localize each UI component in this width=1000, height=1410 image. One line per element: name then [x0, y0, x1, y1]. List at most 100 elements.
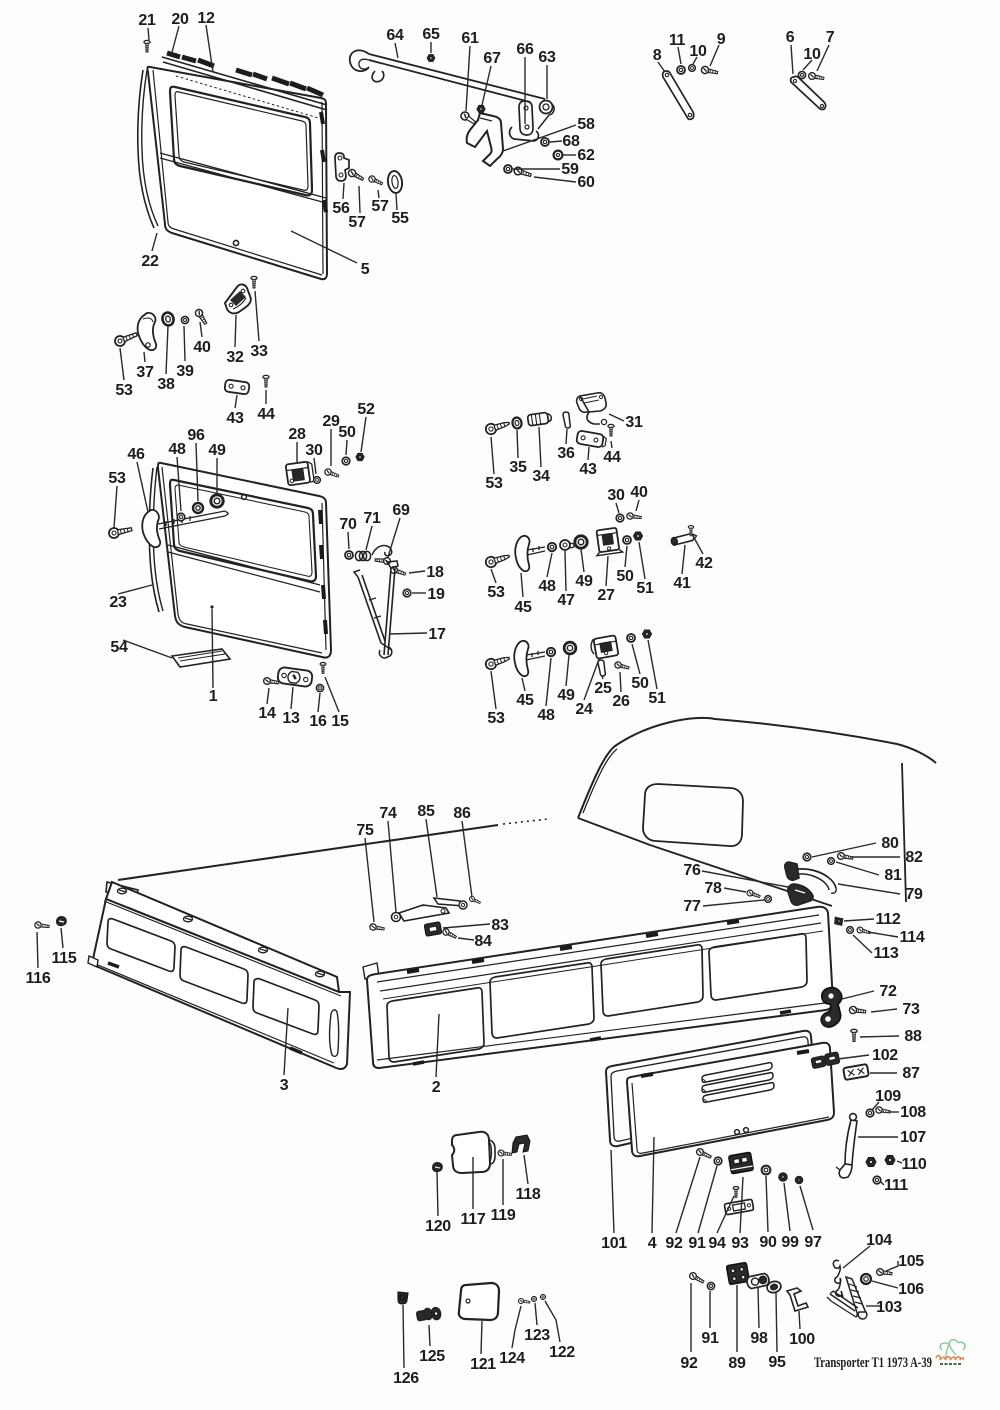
svg-text:41: 41 [673, 575, 691, 592]
svg-text:73: 73 [902, 1001, 920, 1018]
svg-text:95: 95 [768, 1354, 786, 1371]
svg-text:120: 120 [425, 1218, 451, 1235]
svg-text:60: 60 [577, 174, 595, 191]
svg-text:48: 48 [538, 578, 556, 595]
svg-text:40: 40 [193, 339, 211, 356]
svg-text:51: 51 [648, 690, 666, 707]
svg-text:23: 23 [109, 594, 127, 611]
svg-text:16: 16 [309, 713, 327, 730]
svg-text:17: 17 [428, 626, 446, 643]
svg-text:27: 27 [597, 587, 615, 604]
svg-text:87: 87 [902, 1065, 920, 1082]
svg-text:53: 53 [487, 584, 505, 601]
svg-text:107: 107 [900, 1129, 926, 1146]
svg-text:14: 14 [258, 705, 276, 722]
svg-text:20: 20 [171, 11, 189, 28]
svg-text:48: 48 [537, 707, 555, 724]
svg-text:39: 39 [176, 363, 194, 380]
svg-text:44: 44 [257, 406, 275, 423]
svg-text:110: 110 [902, 1156, 927, 1173]
svg-text:46: 46 [127, 446, 145, 463]
svg-text:3: 3 [280, 1077, 289, 1094]
svg-text:54: 54 [110, 639, 128, 656]
svg-text:99: 99 [781, 1234, 799, 1251]
svg-text:90: 90 [759, 1234, 777, 1251]
svg-text:34: 34 [532, 468, 550, 485]
svg-text:70: 70 [339, 516, 357, 533]
svg-text:85: 85 [417, 803, 435, 820]
svg-text:123: 123 [524, 1327, 550, 1344]
svg-text:5: 5 [361, 261, 370, 278]
svg-text:48: 48 [168, 441, 186, 458]
svg-text:84: 84 [474, 933, 492, 950]
svg-text:65: 65 [422, 26, 440, 43]
svg-text:9: 9 [717, 31, 726, 48]
svg-text:49: 49 [208, 442, 226, 459]
svg-text:76: 76 [683, 862, 701, 879]
svg-text:50: 50 [631, 675, 649, 692]
svg-text:8: 8 [653, 47, 662, 64]
svg-text:35: 35 [509, 459, 527, 476]
svg-text:49: 49 [557, 687, 575, 704]
svg-text:74: 74 [379, 805, 397, 822]
svg-text:117: 117 [461, 1211, 486, 1228]
svg-text:11: 11 [669, 32, 686, 49]
svg-text:18: 18 [426, 564, 444, 581]
svg-text:10: 10 [689, 43, 707, 60]
svg-text:45: 45 [514, 599, 532, 616]
svg-text:67: 67 [483, 50, 501, 67]
svg-text:104: 104 [866, 1232, 892, 1249]
svg-text:38: 38 [157, 376, 175, 393]
svg-text:124: 124 [499, 1350, 525, 1367]
svg-text:63: 63 [538, 49, 556, 66]
svg-text:77: 77 [683, 898, 701, 915]
svg-text:92: 92 [680, 1355, 698, 1372]
svg-text:4: 4 [648, 1235, 657, 1252]
svg-text:97: 97 [804, 1234, 822, 1251]
svg-text:112: 112 [876, 911, 901, 928]
svg-text:93: 93 [731, 1235, 749, 1252]
svg-text:29: 29 [322, 413, 340, 430]
svg-text:44: 44 [603, 449, 621, 466]
svg-text:71: 71 [363, 510, 381, 527]
svg-text:13: 13 [282, 710, 300, 727]
svg-text:92: 92 [665, 1235, 683, 1252]
svg-text:30: 30 [607, 487, 625, 504]
svg-text:103: 103 [876, 1299, 902, 1316]
svg-text:57: 57 [371, 198, 389, 215]
svg-text:109: 109 [875, 1088, 901, 1105]
svg-text:66: 66 [516, 41, 534, 58]
svg-text:101: 101 [601, 1235, 627, 1252]
svg-text:83: 83 [491, 917, 509, 934]
svg-text:82: 82 [905, 849, 923, 866]
svg-text:80: 80 [881, 835, 899, 852]
svg-text:40: 40 [630, 484, 648, 501]
svg-text:Transporter T1 1973 A-39: Transporter T1 1973 A-39 [814, 1355, 932, 1371]
svg-text:22: 22 [141, 253, 159, 270]
svg-text:102: 102 [872, 1047, 898, 1064]
svg-text:30: 30 [305, 442, 323, 459]
svg-text:45: 45 [516, 692, 534, 709]
svg-text:19: 19 [427, 586, 445, 603]
svg-text:69: 69 [392, 502, 410, 519]
svg-text:91: 91 [688, 1235, 706, 1252]
svg-text:116: 116 [26, 970, 51, 987]
svg-text:62: 62 [577, 147, 595, 164]
svg-text:91: 91 [701, 1330, 719, 1347]
svg-text:37: 37 [136, 364, 154, 381]
svg-text:2: 2 [432, 1079, 441, 1096]
svg-text:50: 50 [616, 568, 634, 585]
svg-text:33: 33 [250, 343, 268, 360]
svg-text:81: 81 [884, 867, 902, 884]
svg-text:86: 86 [453, 805, 471, 822]
svg-text:61: 61 [461, 30, 479, 47]
svg-text:114: 114 [900, 929, 925, 946]
svg-text:96: 96 [187, 427, 205, 444]
svg-text:78: 78 [704, 880, 722, 897]
svg-text:119: 119 [491, 1207, 516, 1224]
svg-text:59: 59 [561, 161, 579, 178]
svg-text:31: 31 [625, 414, 643, 431]
svg-text:106: 106 [898, 1281, 924, 1298]
svg-text:47: 47 [557, 592, 575, 609]
svg-text:68: 68 [562, 133, 580, 150]
